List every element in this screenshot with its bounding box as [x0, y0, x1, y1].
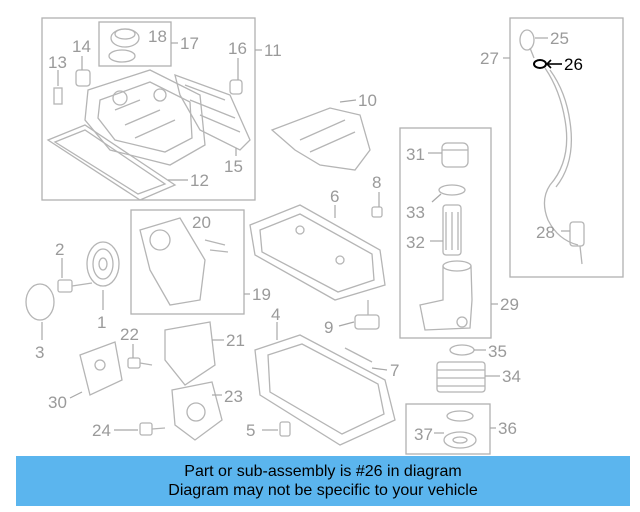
label-7: 7 [390, 361, 399, 380]
timing-cover-19 [139, 217, 206, 306]
dipstick-tube [543, 67, 579, 246]
label-34: 34 [502, 367, 521, 386]
gasket-7 [344, 347, 373, 363]
oil-pan-upper-6 [249, 204, 386, 301]
label-2: 2 [55, 240, 64, 259]
label-1: 1 [97, 313, 106, 332]
label-19: 19 [252, 285, 271, 304]
dipstick-group-box [509, 17, 624, 278]
label-5: 5 [246, 421, 255, 440]
oil-filler-cap [108, 28, 140, 63]
label-12: 12 [190, 171, 209, 190]
seal-37 [443, 410, 477, 449]
label-33: 33 [406, 203, 425, 222]
bracket-30 [79, 341, 123, 396]
label-23: 23 [224, 387, 243, 406]
leader-9 [338, 321, 355, 327]
filter-element-32 [442, 204, 462, 256]
caption-line-2: Diagram may not be specific to your vehi… [168, 482, 478, 499]
tube-bracket-28 [569, 221, 585, 265]
valve-cover-group-box [41, 17, 256, 201]
label-24: 24 [92, 421, 111, 440]
label-25: 25 [550, 29, 569, 48]
label-9: 9 [324, 318, 333, 337]
leader-10 [339, 99, 357, 103]
label-36: 36 [498, 419, 517, 438]
o-ring-35 [449, 344, 475, 356]
bolt-22 [127, 357, 153, 369]
bolt-2 [57, 279, 93, 293]
label-18: 18 [148, 27, 167, 46]
label-11: 11 [264, 41, 282, 60]
dipstick-o-ring-26 [533, 59, 547, 69]
caption-line-1: Part or sub-assembly is #26 in diagram [184, 463, 462, 480]
valve-cover-part [84, 69, 206, 166]
valve-cover-gasket [46, 124, 177, 201]
leader-26-arrow [545, 59, 552, 69]
oil-cap-group-box [98, 21, 172, 67]
label-31: 31 [406, 145, 425, 164]
label-3: 3 [35, 343, 44, 362]
label-4: 4 [271, 305, 280, 324]
label-30: 30 [48, 393, 67, 412]
label-10: 10 [358, 91, 377, 110]
oil-filter-group-box [399, 127, 492, 339]
leader-7 [371, 367, 388, 371]
sensor-plug-13-14 [53, 69, 91, 105]
seal-cover-3 [25, 283, 55, 321]
leader-33 [431, 193, 442, 203]
label-29: 29 [500, 295, 519, 314]
label-26: 26 [564, 55, 583, 74]
leader-30 [69, 391, 83, 399]
label-20: 20 [192, 213, 211, 232]
drain-plug-5 [279, 421, 291, 437]
bolt-24 [139, 422, 166, 436]
label-21: 21 [226, 331, 245, 350]
label-37: 37 [414, 425, 433, 444]
valve-cover-heat-shield [174, 73, 251, 151]
bolt-8 [371, 206, 383, 218]
sensor-9 [354, 300, 380, 330]
seal-20 [204, 239, 229, 253]
timing-cover-lower-21 [164, 321, 216, 386]
label-8: 8 [372, 173, 381, 192]
label-27: 27 [480, 49, 499, 68]
label-6: 6 [330, 187, 339, 206]
label-13: 13 [48, 53, 67, 72]
breather-fitting-16 [229, 79, 243, 95]
label-28: 28 [536, 223, 555, 242]
crankshaft-pulley-1 [86, 241, 120, 287]
caption-banner: Part or sub-assembly is #26 in diagram D… [16, 456, 630, 506]
label-32: 32 [406, 233, 425, 252]
seal-kit-group-box [405, 403, 491, 455]
o-ring-33 [438, 184, 466, 196]
label-14: 14 [72, 37, 91, 56]
label-22: 22 [120, 325, 139, 344]
label-16: 16 [228, 39, 247, 58]
oil-baffle-10 [270, 107, 371, 171]
label-35: 35 [488, 342, 507, 361]
dipstick-handle-25 [519, 29, 535, 59]
cover-plate-23 [171, 381, 223, 441]
label-15: 15 [224, 157, 243, 176]
oil-pan-lower-4 [254, 334, 396, 446]
timing-cover-group-box [130, 209, 245, 315]
filter-housing [419, 260, 473, 331]
label-17: 17 [180, 34, 199, 53]
filter-cap-31 [441, 142, 469, 168]
oil-cooler-34 [436, 361, 486, 393]
